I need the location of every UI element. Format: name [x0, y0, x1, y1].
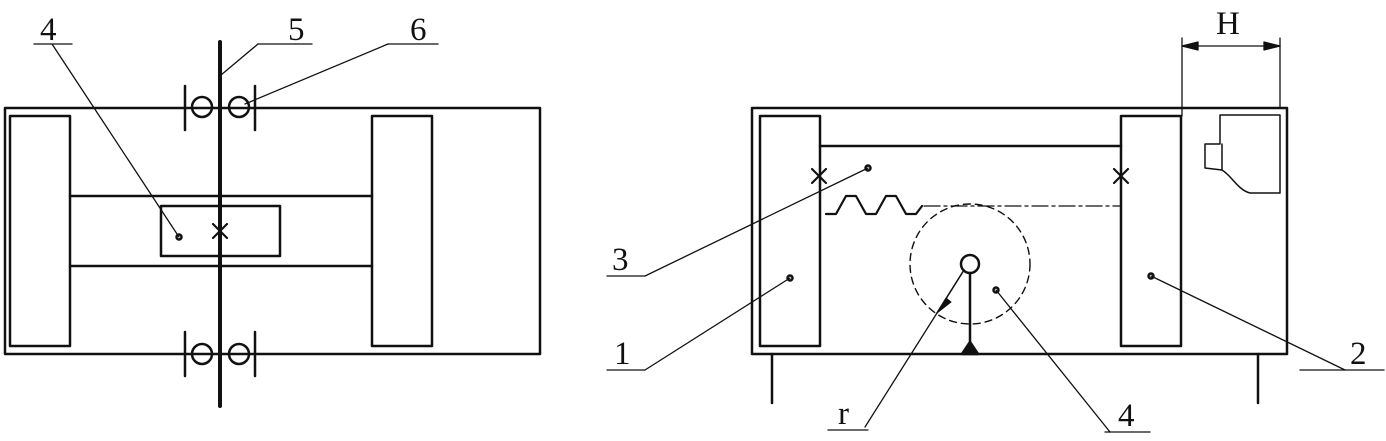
bottom-bearing	[183, 330, 257, 378]
point-3	[864, 164, 872, 172]
right-housing	[750, 106, 1289, 356]
dimension-h	[1181, 37, 1281, 117]
left-point-4	[175, 233, 183, 241]
top-bearing-6	[183, 84, 257, 132]
label-left-4: 4	[40, 12, 57, 48]
label-3: 3	[612, 242, 629, 278]
cross-mark-right	[1112, 167, 1130, 185]
point-1	[786, 274, 794, 282]
label-1: 1	[614, 336, 631, 372]
radius-leader	[864, 312, 938, 428]
support-base	[960, 340, 980, 356]
point-2	[1147, 272, 1155, 280]
spring-3	[824, 194, 924, 216]
left-block-left	[8, 114, 72, 348]
right-leaders	[606, 167, 1385, 433]
radius-arrowhead	[936, 297, 952, 314]
right-view	[606, 37, 1385, 433]
block-2	[1119, 114, 1183, 348]
label-6: 6	[410, 12, 427, 48]
label-5: 5	[288, 12, 305, 48]
left-view	[3, 40, 542, 408]
point-4	[992, 286, 1000, 294]
label-r: r	[838, 396, 849, 432]
label-2: 2	[1350, 336, 1367, 372]
component-right-top	[1204, 114, 1281, 194]
dashed-circle-4	[909, 203, 1031, 325]
cross-mark-left	[810, 167, 828, 185]
label-h: H	[1216, 6, 1240, 42]
left-leaders	[33, 43, 439, 238]
label-right-4: 4	[1118, 398, 1135, 434]
block-1	[758, 114, 822, 348]
left-housing	[3, 106, 542, 356]
left-block-right	[370, 114, 434, 348]
